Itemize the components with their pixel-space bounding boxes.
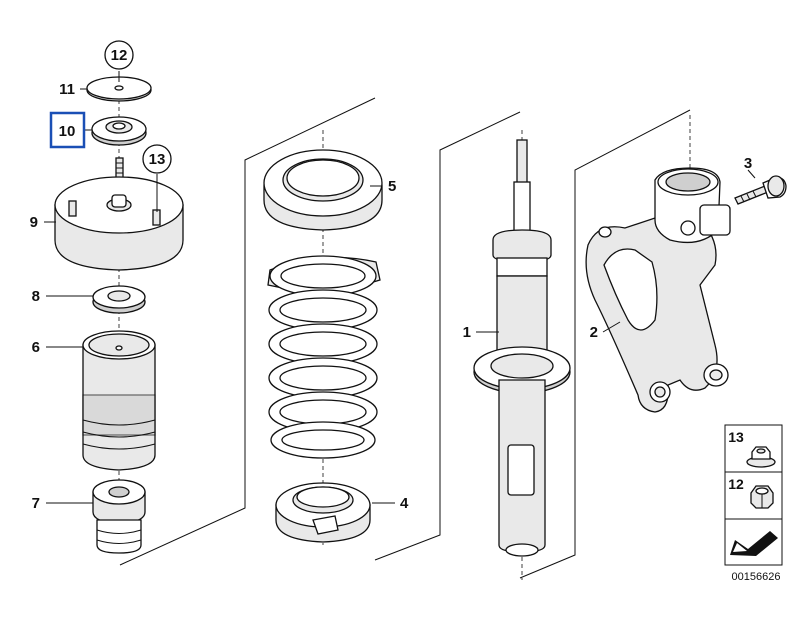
callout-12-circled[interactable]: 12 — [104, 40, 134, 70]
hardware-legend: 13 12 — [724, 424, 783, 566]
callout-2[interactable]: 2 — [590, 324, 598, 341]
reference-number: 00156626 — [732, 571, 781, 583]
callout-7[interactable]: 7 — [32, 495, 40, 512]
callout-10-label: 10 — [59, 123, 76, 140]
part-7-bump-stop — [92, 479, 146, 554]
callout-leaders — [44, 71, 756, 504]
callout-13-label: 13 — [149, 151, 166, 168]
callout-10-highlighted[interactable]: 10 — [49, 111, 86, 149]
part-3-bolt — [734, 175, 787, 205]
nut-icon — [750, 485, 774, 509]
callout-9[interactable]: 9 — [30, 214, 38, 231]
legend-label-13[interactable]: 13 — [728, 429, 744, 445]
part-10-support-ring — [91, 116, 147, 146]
highlight-frame — [49, 111, 86, 149]
arrow-wedge-icon — [730, 531, 778, 556]
stud-bolt — [115, 157, 124, 179]
part-1-shock-absorber — [473, 139, 571, 557]
callout-4[interactable]: 4 — [400, 495, 409, 512]
part-4-lower-spring-pad — [275, 482, 371, 543]
callout-8[interactable]: 8 — [32, 288, 40, 305]
callout-12-label: 12 — [111, 47, 128, 64]
legend-label-12[interactable]: 12 — [728, 476, 744, 492]
callout-11[interactable]: 11 — [59, 81, 75, 98]
part-6-protective-boot — [82, 330, 156, 471]
callout-3[interactable]: 3 — [744, 155, 752, 172]
flange-nut-icon — [746, 446, 776, 468]
part-2-steering-knuckle — [585, 167, 731, 413]
coil-spring — [267, 255, 381, 459]
callout-5[interactable]: 5 — [388, 178, 396, 195]
legend-cell-tool — [724, 518, 783, 566]
part-9-strut-mount — [54, 176, 184, 271]
part-8-bushing — [92, 285, 146, 314]
callout-6[interactable]: 6 — [32, 339, 40, 356]
part-5-upper-spring-seat — [263, 149, 383, 231]
callout-1[interactable]: 1 — [463, 324, 471, 341]
callout-13-circled[interactable]: 13 — [142, 144, 172, 174]
